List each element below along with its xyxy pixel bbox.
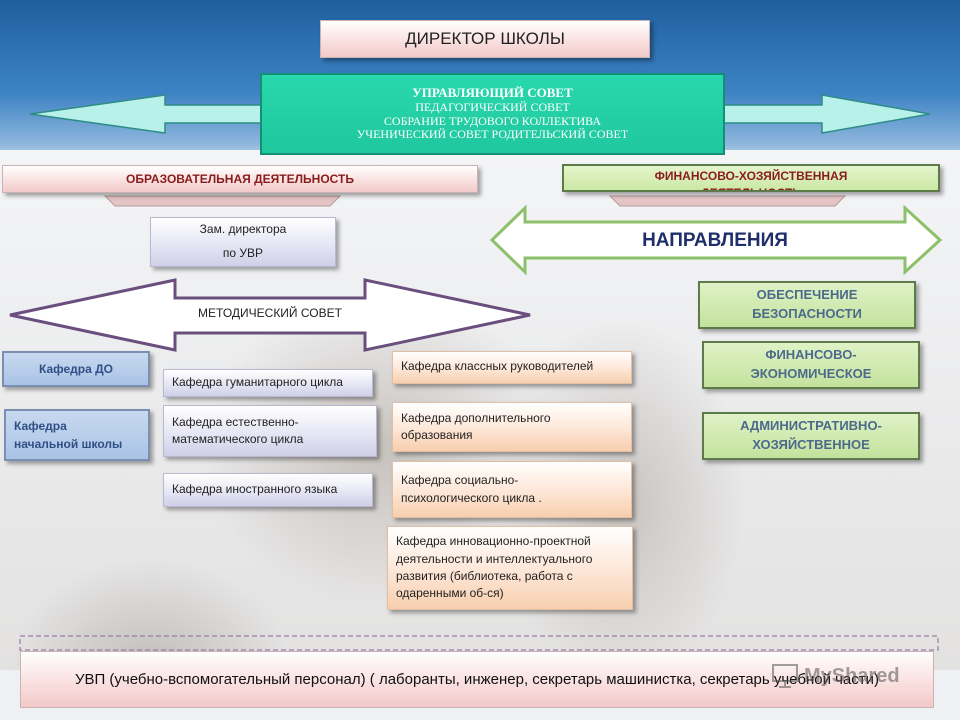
presentation-icon [772,664,798,688]
dept-humanities-box: Кафедра гуманитарного цикла [163,369,373,397]
watermark: MyShared [772,664,900,688]
admin-econ-box: АДМИНИСТРАТИВНО-ХОЗЯЙСТВЕННОЕ [702,412,920,460]
dept-social-box: Кафедра социально-психологического цикла… [392,461,632,518]
edu-pointer [103,195,342,207]
safety-box: ОБЕСПЕЧЕНИЕ БЕЗОПАСНОСТИ [698,281,916,329]
safety-label: ОБЕСПЕЧЕНИЕ БЕЗОПАСНОСТИ [752,287,862,321]
support-staff-label: УВП (учебно-вспомогательный персонал) ( … [74,670,880,688]
edu-activity-label: ОБРАЗОВАТЕЛЬНАЯ ДЕЯТЕЛЬНОСТЬ [126,172,354,186]
dept-innovation-label: Кафедра инновационно-проектной деятельно… [396,534,593,601]
council-box: УПРАВЛЯЮЩИЙ СОВЕТ ПЕДАГОГИЧЕСКИЙ СОВЕТ С… [260,73,725,155]
directions-label-box: НАПРАВЛЕНИЯ [560,226,870,256]
dept-additional-label: Кафедра дополнительного образования [401,410,551,442]
dept-class-teachers-box: Кафедра классных руководителей [392,351,632,384]
dept-additional-box: Кафедра дополнительного образования [392,402,632,452]
dept-do-label: Кафедра ДО [39,362,113,376]
deputy-line-1: Зам. директора [199,222,287,237]
fin-econ-label: ФИНАНСОВО-ЭКОНОМИЧЕСКОЕ [750,347,872,381]
fin-activity-box: ФИНАНСОВО-ХОЗЯЙСТВЕННАЯ ДЕЯТЕЛЬНОСТЬ [562,164,940,192]
fin-econ-box: ФИНАНСОВО-ЭКОНОМИЧЕСКОЕ [702,341,920,389]
dept-primary-label: Кафедра начальной школы [14,419,123,451]
method-council-label-box: МЕТОДИЧЕСКИЙ СОВЕТ [170,302,370,324]
director-box: ДИРЕКТОР ШКОЛЫ [320,20,650,58]
support-staff-box: УВП (учебно-вспомогательный персонал) ( … [20,651,934,708]
council-line-1: УПРАВЛЯЮЩИЙ СОВЕТ [412,84,573,100]
council-line-4: УЧЕНИЧЕСКИЙ СОВЕТ РОДИТЕЛЬСКИЙ СОВЕТ [356,127,629,142]
dept-science-label: Кафедра естественно-математического цикл… [172,414,304,446]
dept-social-label: Кафедра социально-психологического цикла… [401,473,542,505]
dept-humanities-label: Кафедра гуманитарного цикла [172,375,343,390]
method-council-arrow [9,278,531,352]
admin-econ-label: АДМИНИСТРАТИВНО-ХОЗЯЙСТВЕННОЕ [740,418,882,452]
deputy-director-box: Зам. директора по УВР [150,217,336,267]
deputy-line-2: по УВР [222,246,264,261]
watermark-label: MyShared [804,664,900,687]
council-line-3: СОБРАНИЕ ТРУДОВОГО КОЛЛЕКТИВА [383,113,602,128]
method-council-label: МЕТОДИЧЕСКИЙ СОВЕТ [198,306,342,320]
dept-languages-label: Кафедра иностранного языка [172,482,338,497]
right-double-arrow [719,94,931,134]
council-line-2: ПЕДАГОГИЧЕСКИЙ СОВЕТ [415,99,570,114]
left-double-arrow [29,94,266,134]
directions-arrow [489,204,943,276]
fin-pointer [608,195,847,207]
dept-primary-box: Кафедра начальной школы [4,409,150,461]
director-label: ДИРЕКТОР ШКОЛЫ [405,29,565,48]
dept-class-teachers-label: Кафедра классных руководителей [401,359,594,373]
edu-activity-box: ОБРАЗОВАТЕЛЬНАЯ ДЕЯТЕЛЬНОСТЬ [2,165,478,193]
dept-languages-box: Кафедра иностранного языка [163,473,373,507]
dept-do-box: Кафедра ДО [2,351,150,387]
dept-science-box: Кафедра естественно-математического цикл… [163,405,377,457]
support-frame [19,635,939,651]
directions-label: НАПРАВЛЕНИЯ [642,230,788,251]
fin-activity-label: ФИНАНСОВО-ХОЗЯЙСТВЕННАЯ ДЕЯТЕЛЬНОСТЬ [654,169,848,190]
dept-innovation-box: Кафедра инновационно-проектной деятельно… [387,526,633,610]
